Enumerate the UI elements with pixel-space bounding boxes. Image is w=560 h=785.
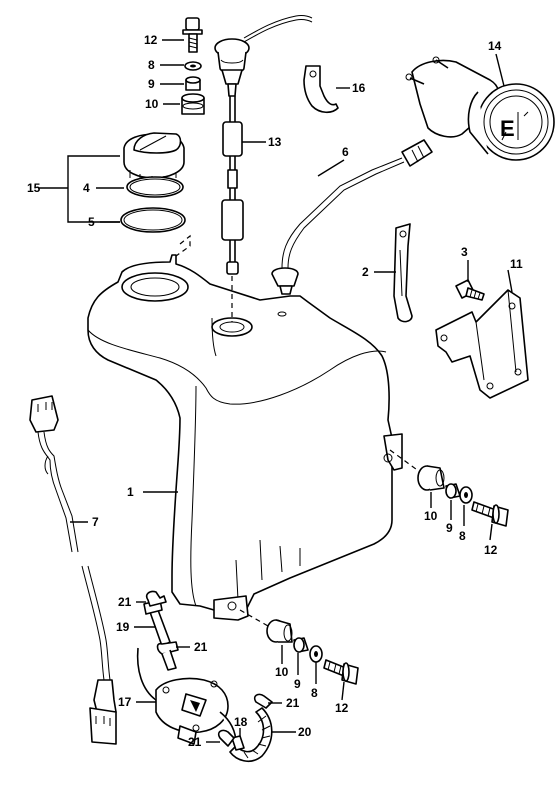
callout-19: 19 [116,620,130,634]
collar-9-bottom [293,637,309,653]
callout-20: 20 [298,725,312,739]
callout-18: 18 [234,715,248,729]
callout-21-d: 21 [188,735,202,749]
gasket-5 [126,176,184,198]
callout-17: 17 [118,695,132,709]
callout-15: 16 [352,81,366,95]
bracket-7 [435,289,529,399]
callout-3: 2 [362,265,369,279]
bracket-3 [393,223,413,323]
callout-9-right: 9 [446,521,453,535]
callout-9-bottom: 9 [294,677,301,691]
bolt-12-right [471,501,509,527]
bolt-12-bottom [323,659,359,685]
o-ring-6 [120,207,186,233]
callout-5: 4 [83,181,90,195]
clip-21-a [145,590,167,607]
callout-12-bottom: 12 [335,701,349,715]
callout-21-b: 21 [194,640,208,654]
callout-8-top: 8 [148,58,155,72]
callout-6: 5 [88,215,95,229]
collar-9-top [185,76,201,91]
wire-harness-16 [29,395,117,745]
grommet-10-right [417,465,445,491]
sensor-lead-2 [271,139,433,295]
clip-21-d [217,729,235,747]
callout-11: 3 [461,245,468,259]
callout-8-right: 8 [459,529,466,543]
fuel-level-sender-13 [214,15,313,275]
clamp-15 [303,65,339,114]
callout-10-bottom: 10 [275,665,289,679]
fuel-pump-icon [136,647,237,745]
grommet-10-bottom [266,619,293,643]
callout-13: 13 [268,135,282,149]
washer-8-top [184,61,202,71]
clip-21-c [253,693,273,709]
collar-9-right [445,483,461,499]
bolt-11 [455,279,485,301]
fuel-tank-icon [87,254,403,621]
hose-19 [143,599,171,647]
callout-14: 14 [488,39,502,53]
clip-21-b [156,641,179,671]
bolt-12-top [182,17,203,53]
callout-1: 1 [127,485,134,499]
callout-10-right: 10 [424,509,438,523]
callout-9-top: 9 [148,77,155,91]
filler-cap-icon [123,132,185,182]
callout-12-right: 12 [484,543,498,557]
callout-4: 15 [27,181,41,195]
hose-18 [231,735,245,751]
gauge-glyph-1: E [500,116,515,141]
callout-21-c: 21 [286,696,300,710]
grommet-10-top [181,93,205,115]
washer-8-bottom [309,645,323,663]
washer-8-right [459,486,473,504]
callout-12-top: 12 [144,33,158,47]
fuel-gauge-meter-icon: E [405,56,555,161]
callout-7: 11 [510,257,523,271]
callout-8-bottom: 8 [311,686,318,700]
callout-2: 6 [342,145,349,159]
callout-10-top: 10 [145,97,159,111]
callout-21-a: 21 [118,595,132,609]
callout-16: 7 [92,515,99,529]
